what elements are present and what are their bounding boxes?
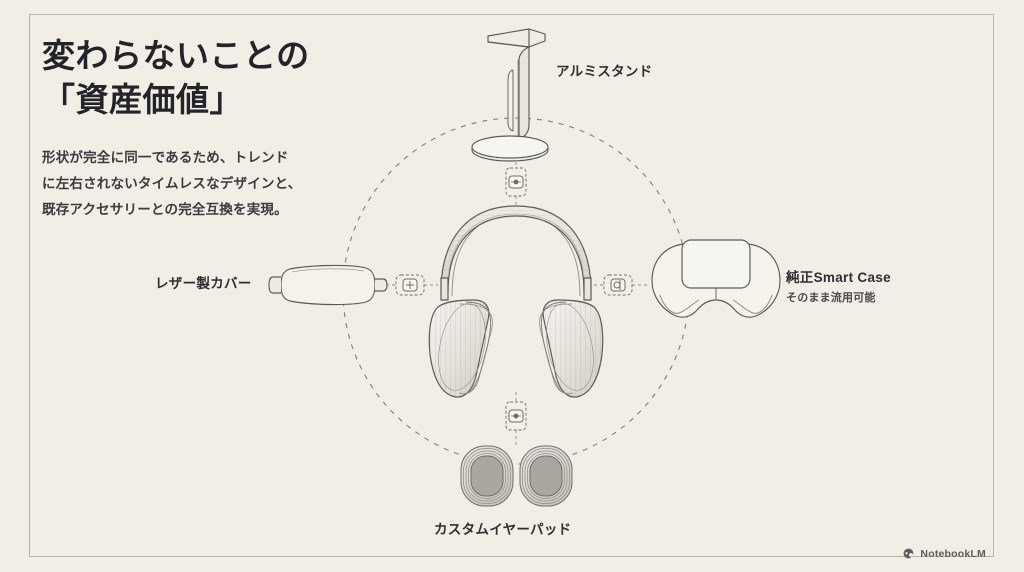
link-node-icon-top bbox=[505, 167, 527, 197]
airpods-max-illustration bbox=[428, 205, 604, 398]
notebooklm-watermark-label: NotebookLM bbox=[920, 547, 986, 560]
label-smart-case-title: 純正Smart Case bbox=[786, 270, 891, 285]
leather-cover-illustration bbox=[268, 264, 388, 306]
label-leather-cover-title: レザー製カバー bbox=[155, 276, 252, 291]
label-aluminium-stand: アルミスタンド bbox=[556, 60, 652, 80]
page-subtitle: 形状が完全に同一であるため、トレンド に左右されないタイムレスなデザインと、 既… bbox=[42, 150, 302, 217]
link-node-icon-bottom bbox=[505, 401, 527, 431]
label-custom-ear-pads: カスタムイヤーパッド bbox=[434, 518, 571, 538]
link-node-icon-right bbox=[603, 274, 633, 296]
label-custom-ear-pads-title: カスタムイヤーパッド bbox=[434, 522, 572, 537]
label-aluminium-stand-title: アルミスタンド bbox=[556, 64, 653, 79]
connector-node-icons bbox=[395, 167, 633, 431]
page-title: 変わらないことの 「資産価値」 bbox=[42, 39, 310, 119]
custom-ear-pads-illustration bbox=[460, 445, 573, 507]
label-smart-case: 純正Smart Case そのまま流用可能 bbox=[786, 266, 891, 305]
headline-block: 変わらないことの 「資産価値」 形状が完全に同一であるため、トレンド に左右され… bbox=[42, 36, 372, 223]
smart-case-illustration bbox=[651, 239, 781, 318]
aluminium-stand-illustration bbox=[471, 28, 549, 162]
notebooklm-watermark: NotebookLM bbox=[902, 547, 986, 560]
label-smart-case-subtitle: そのまま流用可能 bbox=[786, 292, 876, 304]
link-node-icon-left bbox=[395, 274, 425, 296]
label-leather-cover: レザー製カバー bbox=[155, 272, 252, 292]
notebooklm-logo-icon bbox=[904, 548, 914, 559]
